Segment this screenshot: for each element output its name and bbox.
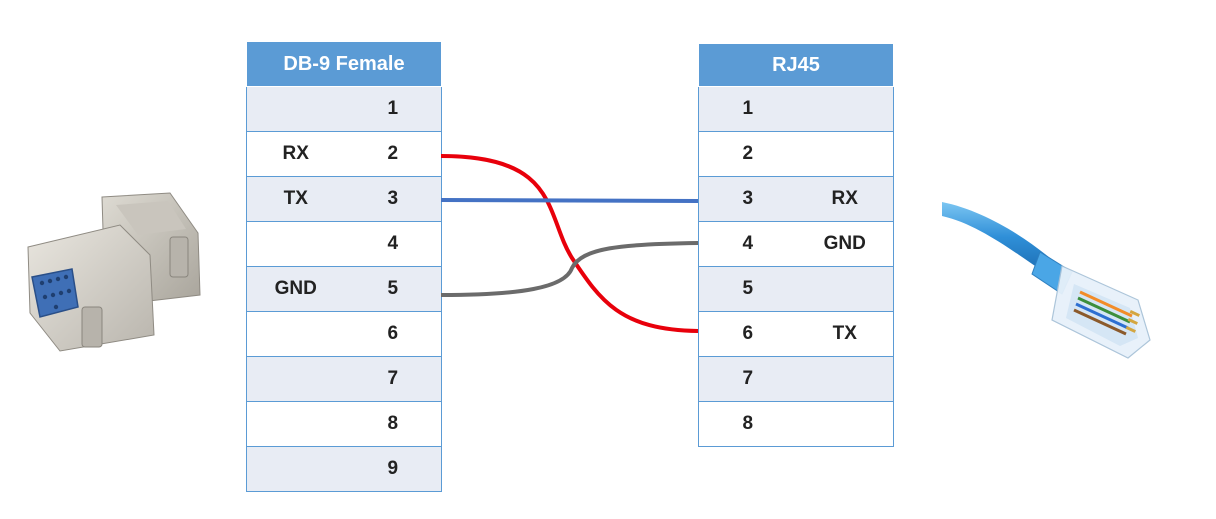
table-row: 6 (246, 311, 442, 357)
signal-label (246, 311, 345, 357)
pin-number: 3 (698, 176, 797, 222)
signal-label: RX (796, 176, 894, 222)
table-row: 2 (698, 131, 894, 177)
signal-label (796, 401, 894, 447)
pin-number: 5 (344, 266, 442, 312)
pin-number: 8 (698, 401, 797, 447)
db9-adapter-icon (27, 192, 201, 352)
table-row: 5 (698, 266, 894, 312)
signal-label (796, 356, 894, 402)
signal-label (246, 446, 345, 492)
wire-tx-blue (440, 198, 699, 203)
signal-label (246, 356, 345, 402)
wire-gray-gnd (440, 241, 699, 297)
signal-label (246, 401, 345, 447)
signal-label: RX (246, 131, 345, 177)
pin-number: 7 (698, 356, 797, 402)
signal-label: GND (796, 221, 894, 267)
table-row: 9 (246, 446, 442, 492)
pin-number: 4 (344, 221, 442, 267)
signal-label: TX (246, 176, 345, 222)
table-row: 1 (698, 86, 894, 132)
pin-number: 1 (344, 86, 442, 132)
pin-number: 1 (698, 86, 797, 132)
pin-number: 8 (344, 401, 442, 447)
signal-label (796, 266, 894, 312)
wire-rx-red (440, 154, 699, 333)
pin-number: 6 (344, 311, 442, 357)
table-row: 7 (246, 356, 442, 402)
pin-number: 4 (698, 221, 797, 267)
rj45-cable-icon (942, 202, 1151, 359)
table-row: 1 (246, 86, 442, 132)
table-row: 8 (246, 401, 442, 447)
table-row: 8 (698, 401, 894, 447)
signal-label (796, 86, 894, 132)
signal-label (246, 86, 345, 132)
pin-number: 2 (698, 131, 797, 177)
pin-number: 2 (344, 131, 442, 177)
pin-number: 7 (344, 356, 442, 402)
table-row: 7 (698, 356, 894, 402)
pin-number: 5 (698, 266, 797, 312)
signal-label (246, 221, 345, 267)
signal-label: GND (246, 266, 345, 312)
db9-table-title: DB-9 Female (246, 41, 442, 87)
pin-number: 3 (344, 176, 442, 222)
signal-label (796, 131, 894, 177)
signal-label: TX (796, 311, 894, 357)
pin-number: 6 (698, 311, 797, 357)
table-row: 4 (246, 221, 442, 267)
pin-number: 9 (344, 446, 442, 492)
rj45-table-title: RJ45 (698, 43, 894, 87)
